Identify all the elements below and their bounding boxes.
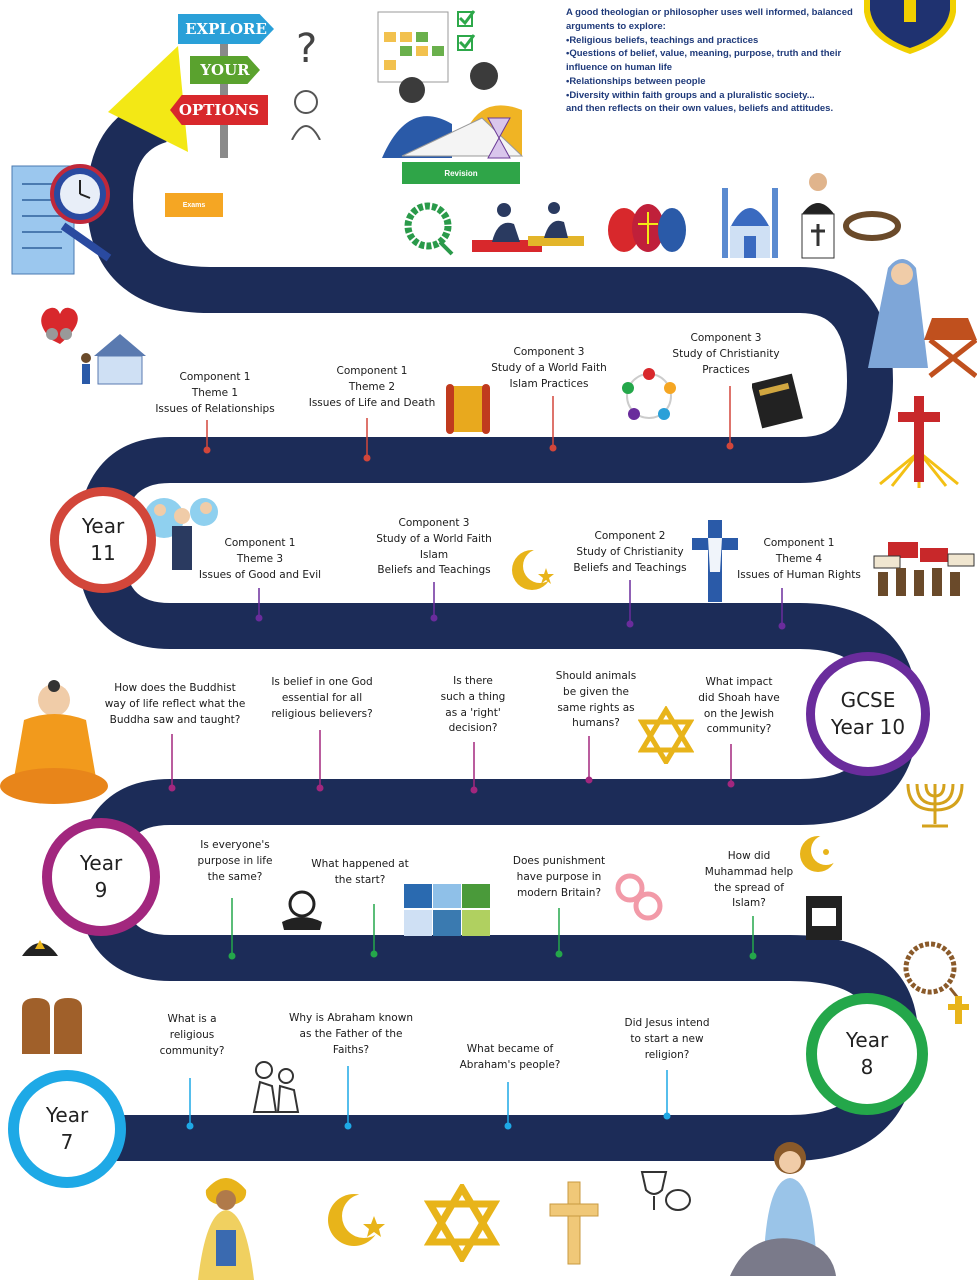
- year10-pins: [255, 580, 786, 630]
- intro-closing: and then reflects on their own values, b…: [566, 103, 834, 115]
- year11-topic: Component 3 Study of Christianity Practi…: [672, 332, 780, 376]
- year8-marker: Year 8: [806, 993, 928, 1115]
- intro-heading: A good theologian or philosopher uses we…: [566, 7, 853, 32]
- intro-bullet: •Diversity within faith groups and a plu…: [566, 89, 815, 101]
- scroll-icon: [446, 384, 490, 434]
- year10-marker: GCSE Year 10: [806, 652, 930, 776]
- abraham-sketch-icon: [252, 1061, 300, 1113]
- year8-topic: Is everyone's purpose in life the same?: [197, 839, 273, 883]
- year7-topic: Why is Abraham known as the Father of th…: [289, 1012, 413, 1056]
- year7-marker: Year 7: [8, 1070, 126, 1188]
- crescent-star-icon: [512, 549, 557, 590]
- year10-marker-line2: Year 10: [830, 715, 906, 739]
- year11-topic: Component 3 Study of a World Faith Islam…: [491, 346, 607, 390]
- kippah-icon: [22, 940, 58, 956]
- year11-marker-line2: 11: [90, 541, 116, 565]
- year10-marker-line1: GCSE: [840, 688, 896, 712]
- signpost-options-label: OPTIONS: [178, 101, 260, 119]
- signpost-your: YOUR: [190, 56, 260, 84]
- year11-topic: Component 1 Theme 1 Issues of Relationsh…: [155, 371, 275, 415]
- prayer-beads-icon: [404, 202, 454, 256]
- year7-topic: Did Jesus intend to start a new religion…: [624, 1017, 710, 1061]
- year10-topic: Component 1 Theme 3 Issues of Good and E…: [198, 537, 322, 581]
- quran-icon: [806, 896, 842, 940]
- year9-topic: Is belief in one God essential for all r…: [271, 676, 373, 720]
- year7-marker-line2: 7: [60, 1130, 74, 1154]
- menorah-icon: [906, 783, 964, 828]
- clock-checklist-icon: [11, 164, 112, 275]
- revision-tag: Revision: [402, 162, 520, 184]
- star-of-david-icon: [638, 706, 694, 764]
- year9-topic: Should animals be given the same rights …: [555, 670, 637, 730]
- signpost-explore-label: EXPLORE: [185, 20, 267, 38]
- star-of-david-icon-bottom: [424, 1184, 500, 1262]
- year10-topic: Component 3 Study of a World Faith Islam…: [376, 517, 492, 577]
- mary-nativity-icon: [868, 259, 977, 378]
- intro-bullet: •Religious beliefs, teachings and practi…: [566, 34, 759, 46]
- earth-hand-icon: [282, 890, 322, 930]
- year7-topic: What became of Abraham's people?: [459, 1043, 561, 1071]
- tablets-icon: [22, 998, 82, 1054]
- cross-icon: [879, 396, 959, 488]
- protest-signs-icon: [873, 542, 975, 596]
- year11-marker-line1: Year: [81, 514, 125, 538]
- year9-topic: How does the Buddhist way of life reflec…: [104, 682, 246, 726]
- crescent-star-icon-bottom: [328, 1194, 386, 1246]
- family-house-icon: [41, 307, 146, 385]
- year9-topic: What impact did Shoah have on the Jewish…: [698, 676, 780, 736]
- crest-icon: [864, 0, 956, 54]
- year8-marker-line1: Year: [845, 1028, 889, 1052]
- year9-marker-line2: 9: [94, 878, 108, 902]
- crown-of-thorns-icon: [843, 211, 901, 241]
- revision-tag-label: Revision: [444, 168, 478, 178]
- creation-photos-icon: [404, 884, 490, 936]
- year7-pins: [186, 1066, 671, 1130]
- year9-marker: Year 9: [42, 818, 160, 936]
- year11-topic: Component 1 Theme 2 Issues of Life and D…: [308, 365, 436, 409]
- priest-icon: [801, 173, 835, 259]
- signpost-options: OPTIONS: [170, 95, 268, 125]
- easter-eggs-icon: [608, 204, 686, 252]
- year7-marker-line1: Year: [45, 1103, 89, 1127]
- intro-bullet: •Relationships between people: [566, 75, 706, 87]
- year8-topic: What happened at the start?: [311, 858, 409, 886]
- mosque-icon: [722, 188, 778, 258]
- handcuffs-icon: [615, 873, 663, 921]
- question-person-icon: ?: [282, 20, 332, 140]
- cross-icon-bottom: [549, 1181, 599, 1265]
- year7-topic: What is a religious community?: [159, 1013, 225, 1057]
- year11-marker: Year 11: [50, 487, 156, 593]
- intro-text: A good theologian or philosopher uses we…: [566, 6, 866, 116]
- communion-icon: [640, 1171, 691, 1211]
- year10-topic: Component 1 Theme 4 Issues of Human Righ…: [737, 537, 861, 581]
- year8-marker-line2: 8: [860, 1055, 874, 1079]
- rosary-icon: [903, 941, 969, 1024]
- signpost-explore: EXPLORE: [178, 14, 274, 44]
- year9-topic: Is there such a thing as a 'right' decis…: [440, 675, 506, 735]
- year8-topic: Does punishment have purpose in modern B…: [512, 855, 606, 899]
- cycle-chart-icon: [622, 368, 676, 420]
- year11-pins: [203, 386, 734, 462]
- jesus-icon: [730, 1142, 836, 1276]
- year8-pins: [228, 898, 757, 960]
- revision-study-icon: [377, 10, 524, 159]
- buddha-icon: [0, 680, 108, 804]
- intro-bullet: •Questions of belief, value, meaning, pu…: [566, 48, 842, 74]
- road-path: [40, 97, 918, 1161]
- prayer-mats-icon: [472, 202, 584, 252]
- exams-tag-label: Exams: [182, 201, 206, 209]
- bible-icon: [752, 373, 803, 429]
- signpost-your-label: YOUR: [200, 61, 250, 79]
- christ-cross-icon: [692, 520, 738, 602]
- year10-topic: Component 2 Study of Christianity Belief…: [573, 530, 687, 574]
- year8-topic: How did Muhammad help the spread of Isla…: [704, 850, 794, 910]
- svg-text:?: ?: [296, 26, 317, 72]
- prophet-icon: [198, 1178, 254, 1280]
- road-arrowhead: [108, 46, 188, 152]
- exams-tag: Exams: [165, 193, 223, 217]
- year9-marker-line1: Year: [79, 851, 123, 875]
- crescent-icon: [800, 835, 841, 872]
- year9-pins: [168, 730, 735, 794]
